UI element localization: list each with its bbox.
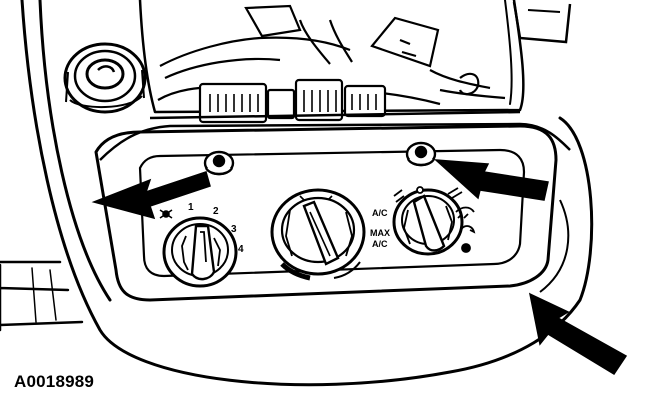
figure-reference-id: A0018989	[14, 372, 95, 391]
fan-speed-knob	[162, 216, 238, 288]
fan-tick-1: 1	[188, 202, 194, 213]
fan-symbol	[159, 209, 173, 219]
mode-label-ac: A/C	[372, 208, 388, 218]
fastener-arrow-left	[91, 171, 211, 220]
recirc-icon	[459, 225, 476, 253]
fan-tick-4: 4	[238, 244, 244, 255]
fan-speed-ticks: 1 2 3 4	[188, 202, 244, 255]
bezel-arrow	[528, 292, 628, 376]
lighter-socket	[63, 42, 147, 114]
mode-label-max-ac: A/C	[372, 239, 388, 249]
connector-middle	[294, 78, 344, 122]
panel-vent-icon	[393, 186, 424, 203]
mode-labels: A/C MAX A/C	[370, 208, 390, 249]
temperature-knob	[270, 188, 366, 276]
connector-left	[198, 82, 296, 124]
upper-left-screw	[203, 150, 235, 176]
top-right-tab	[512, 1, 572, 44]
defrost-icon	[455, 206, 475, 219]
floor-vent-icon	[447, 187, 463, 199]
mode-knob	[392, 188, 464, 256]
fan-tick-2: 2	[213, 206, 219, 217]
upper-right-screw	[405, 141, 437, 167]
connector-right	[343, 84, 387, 118]
mode-label-max: MAX	[370, 228, 390, 238]
opening-ledge	[99, 110, 571, 161]
control-bezel	[94, 124, 570, 302]
temperature-gradient	[280, 261, 361, 281]
fan-tick-3: 3	[231, 224, 237, 235]
fastener-arrow-right	[433, 159, 549, 201]
